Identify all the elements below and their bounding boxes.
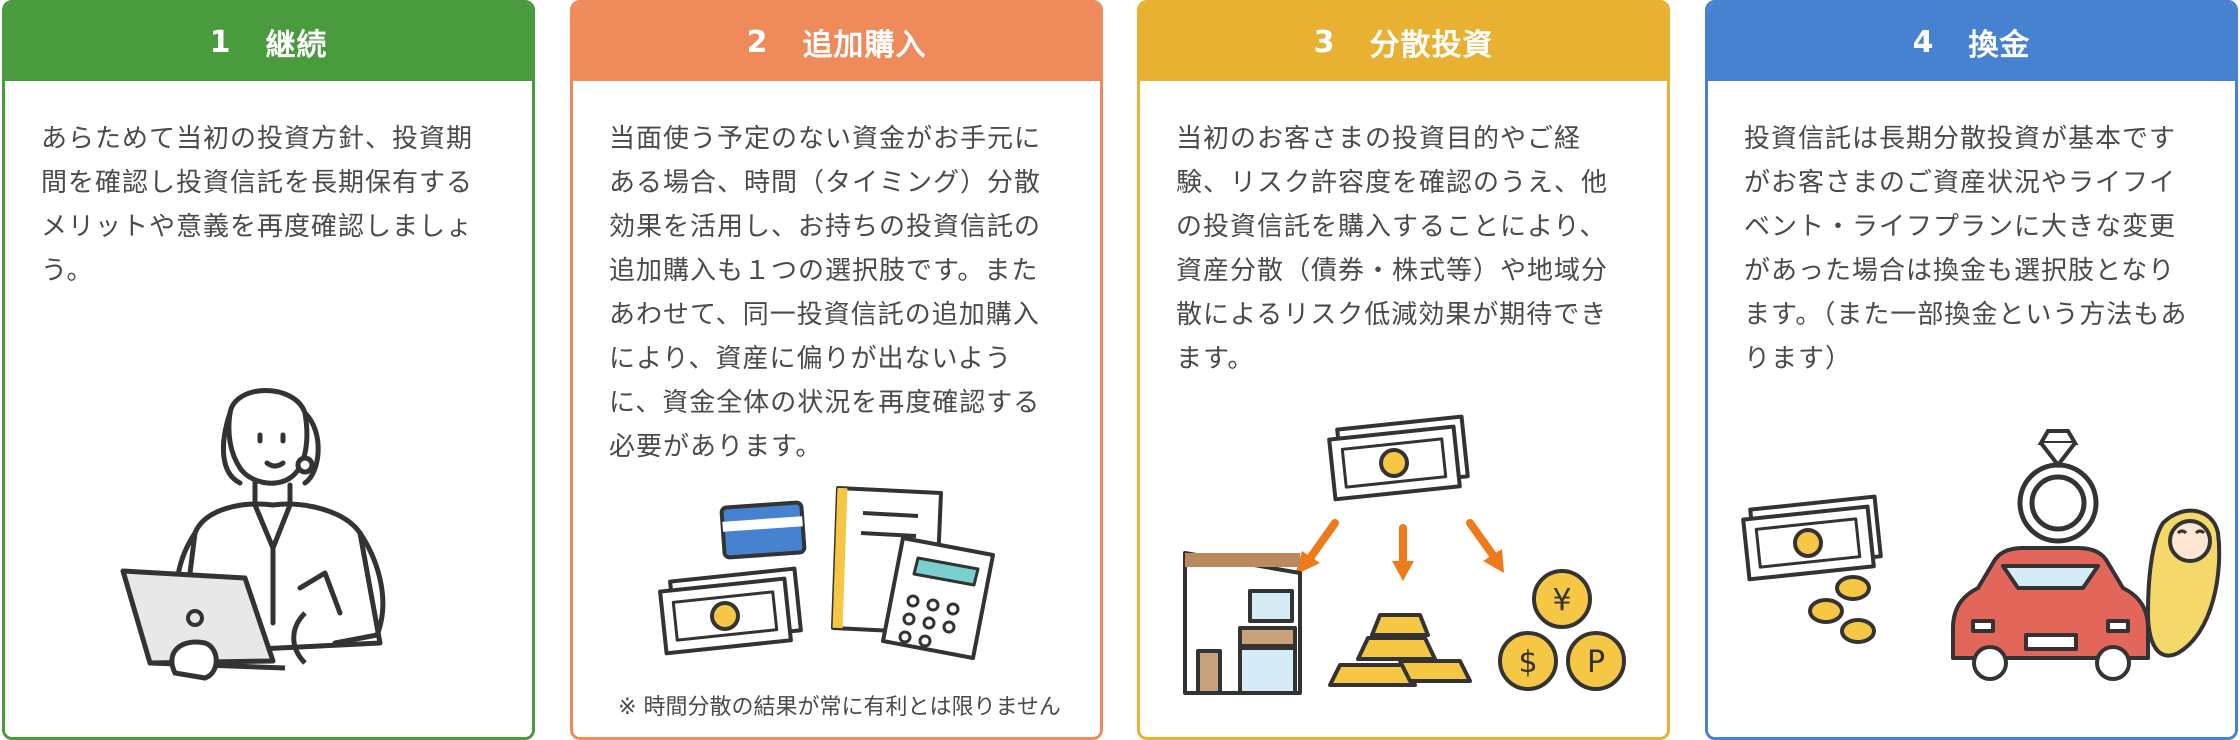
- card-title: 継続: [265, 28, 328, 63]
- card-description: 投資信託は長期分散投資が基本ですがお客さまのご資産状況やライフイベント・ライフプ…: [1744, 124, 2188, 374]
- woman-with-laptop-icon: [120, 388, 386, 681]
- money-card-calculator-icon: [658, 486, 995, 660]
- dollar-coin-label: $: [1518, 645, 1537, 680]
- footnote: ※ 時間分散の結果が常に有利とは限りません: [618, 695, 1061, 720]
- point-coin-label: P: [1587, 645, 1605, 680]
- card-continue: 1 継続 あらためて当初の投資方針、投資期間を確認し投資信託を長期保有するメリッ…: [2, 0, 535, 740]
- card-header: 3 分散投資: [1140, 3, 1667, 81]
- card-description: 当面使う予定のない資金がお手元にある場合、時間（タイミング）分散効果を活用し、お…: [609, 124, 1042, 462]
- card-title: 換金: [1968, 28, 2031, 63]
- yen-coin-label: ¥: [1552, 583, 1571, 618]
- card-description: 当初のお客さまの投資目的やご経験、リスク許容度を確認のうえ、他の投資信託を購入す…: [1176, 124, 1609, 374]
- card-additional-purchase: 2 追加購入 当面使う予定のない資金がお手元にある場合、時間（タイミング）分散効…: [570, 0, 1103, 740]
- asset-diversification-icon: ¥ $ P: [1183, 414, 1626, 695]
- card-diversified-investment: 3 分散投資 当初のお客さまの投資目的やご経験、リスク許容度を確認のうえ、他の投…: [1137, 0, 1670, 740]
- card-header: 2 追加購入: [573, 3, 1100, 81]
- card-number: 4: [1912, 24, 1935, 60]
- card-number: 2: [746, 24, 769, 60]
- money-ring-car-baby-icon: [1741, 429, 2222, 681]
- card-redemption: 4 換金 投資信託は長期分散投資が基本ですがお客さまのご資産状況やライフイベント…: [1705, 0, 2238, 740]
- card-number: 1: [209, 24, 232, 60]
- card-title: 追加購入: [802, 28, 927, 63]
- card-number: 3: [1313, 24, 1336, 60]
- card-description: あらためて当初の投資方針、投資期間を確認し投資信託を長期保有するメリットや意義を…: [41, 124, 474, 286]
- card-header: 1 継続: [5, 3, 532, 81]
- card-title: 分散投資: [1369, 28, 1494, 63]
- card-header: 4 換金: [1708, 3, 2235, 81]
